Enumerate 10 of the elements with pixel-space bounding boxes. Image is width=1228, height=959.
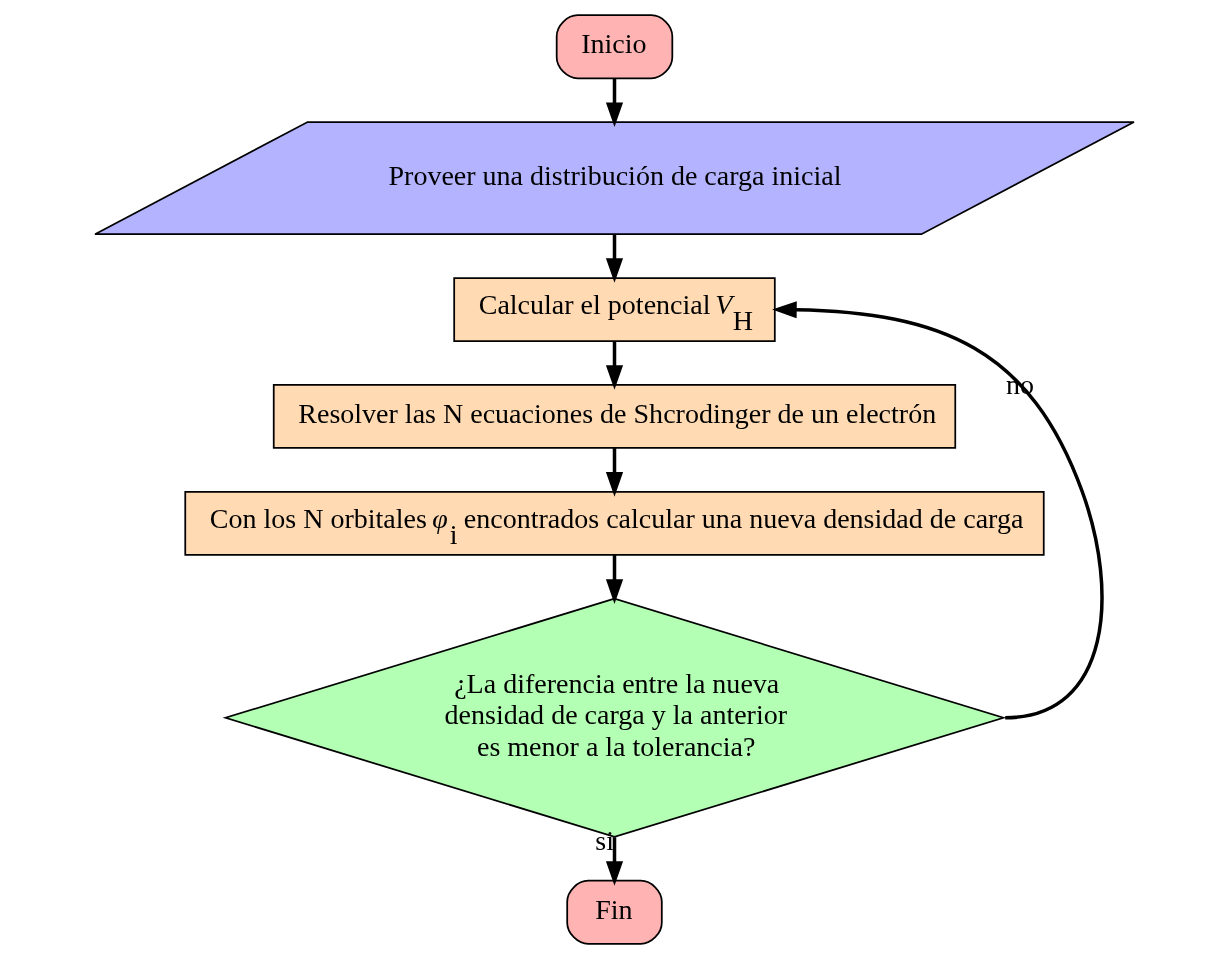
arrow	[605, 554, 623, 604]
arrow	[605, 234, 623, 283]
node-box: Resolver las N ecuaciones de Shcrodinger de un electrón	[272, 384, 956, 449]
arrow	[605, 78, 623, 128]
arrow	[771, 301, 1104, 720]
arrow	[605, 448, 623, 497]
arrow	[605, 837, 623, 886]
node-box: Fin	[565, 879, 663, 945]
node-box: Inicio	[555, 14, 673, 80]
arrow	[605, 341, 623, 390]
